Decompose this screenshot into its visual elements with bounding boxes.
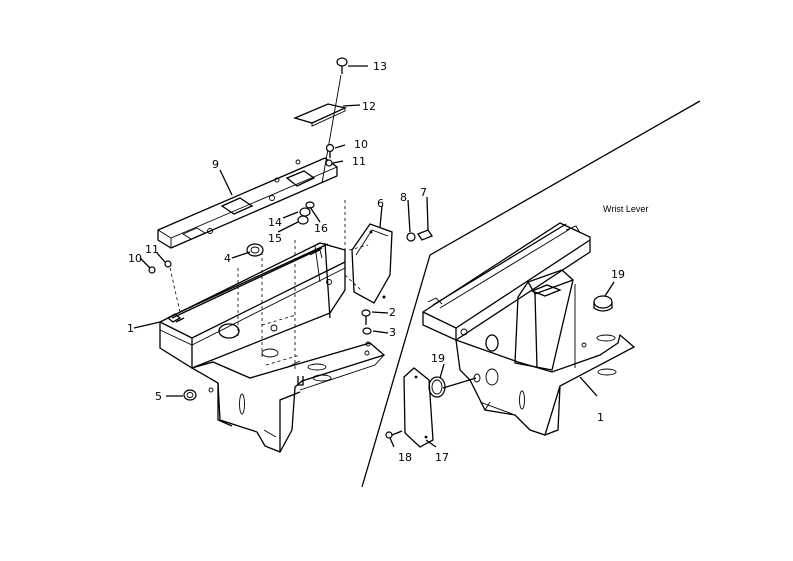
callout-10-left: 10 [128,252,142,265]
part-2-3-bolt-washer [361,309,372,335]
part-7-8-screw-washer [406,229,433,242]
callout-3: 3 [389,326,396,339]
callout-18: 18 [398,451,412,464]
part-18-screw [385,430,403,439]
callout-labels: 13 12 10 11 9 14 15 16 4 11 10 1 6 8 7 2… [127,60,625,464]
part-13-bolt [336,57,348,74]
part-10-11-screw-washer [148,143,335,274]
part-19-plug-lower [428,376,446,398]
callout-2: 2 [389,306,396,319]
divider-line [361,100,701,488]
callout-14: 14 [268,216,282,229]
callout-19-upper: 19 [611,268,625,281]
callout-19-lower: 19 [431,352,445,365]
callout-8: 8 [400,191,407,204]
callout-11-left: 11 [145,243,159,256]
part-19-plug-upper [593,295,613,312]
part-4-grommet [246,243,264,257]
part-17-cover-plate [403,367,434,448]
callout-13: 13 [373,60,387,73]
part-14-15-16-hardware [297,201,315,225]
callout-15: 15 [268,232,282,245]
callout-11-upper: 11 [352,155,366,168]
part-6-side-cover [351,223,393,304]
leader-lines [133,65,615,448]
assembly-caption: Wrist Lever [603,204,648,214]
callout-12: 12 [362,100,376,113]
callout-17: 17 [435,451,449,464]
callout-16: 16 [314,222,328,235]
callout-4: 4 [224,252,231,265]
part-9-top-cover [157,157,338,249]
part-1-housing [159,200,386,453]
part-12-plate [293,103,348,124]
right-assembly [422,222,636,436]
callout-1-right: 1 [597,411,604,424]
part-5-plug [183,387,214,401]
callout-6: 6 [377,197,384,210]
callout-1-left: 1 [127,322,134,335]
callout-9: 9 [212,158,219,171]
callout-7: 7 [420,186,427,199]
callout-10-upper: 10 [354,138,368,151]
callout-5: 5 [155,390,162,403]
